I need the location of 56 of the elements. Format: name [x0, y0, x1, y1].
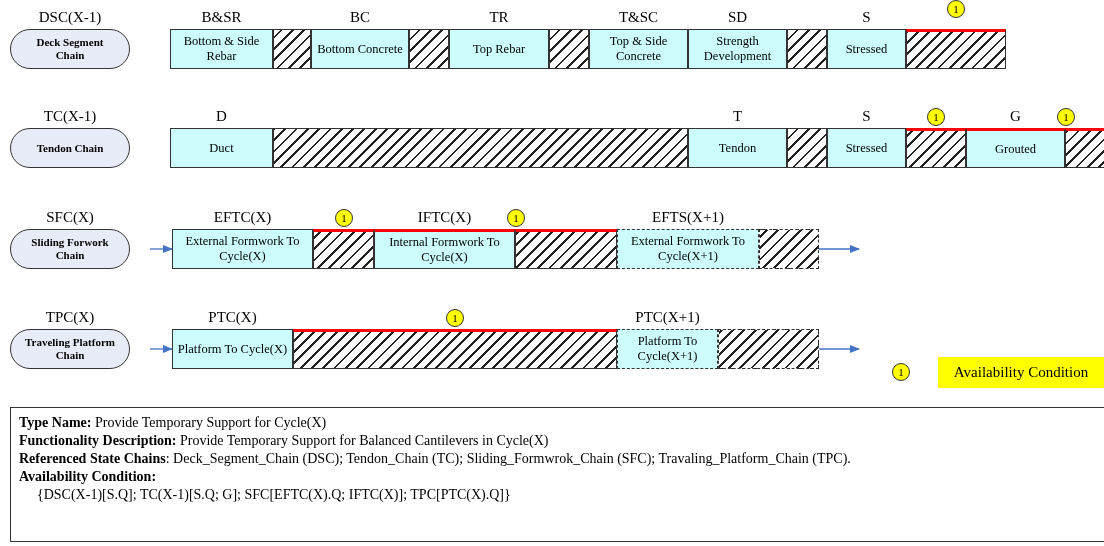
state-label: PTC(X+1): [634, 308, 701, 327]
state-box: Bottom Concrete: [311, 29, 409, 69]
state-box: Tendon: [688, 128, 787, 168]
chains-text: Referenced State Chains: Deck_Segment_Chain (DSC); Tendon_Chain (TC); Sliding_Formwrok_Chain (SFC); Travaling_Platform_Chain (TPC).: [19, 450, 852, 468]
state-label: G: [1009, 107, 1022, 126]
state-label: EFTS(X+1): [651, 208, 725, 227]
note-box: [10, 407, 1104, 542]
condition-heading: Availability Condition:: [19, 468, 158, 486]
state-label: B&SR: [200, 8, 243, 27]
state-box: Internal Formwork To Cycle(X): [374, 229, 515, 269]
state-label: T&SC: [617, 8, 660, 27]
arrow: [818, 345, 860, 353]
chain-label: DSC(X-1): [37, 8, 103, 27]
state-box: Platform To Cycle(X): [172, 329, 293, 369]
arrow: [149, 245, 173, 253]
state-box: External Formwork To Cycle(X+1): [617, 229, 759, 269]
state-label: S: [861, 8, 872, 27]
callout-number: 1: [947, 0, 965, 18]
callout-number: 1: [446, 309, 464, 327]
chain-label: SFC(X): [45, 208, 95, 227]
state-box: Top & Side Concrete: [589, 29, 688, 69]
state-box: Stressed: [827, 128, 906, 168]
chain-pill: Sliding Forwork Chain: [10, 229, 130, 269]
state-label: S: [861, 107, 872, 126]
state-label: PTC(X): [207, 308, 258, 327]
chain-pill: Tendon Chain: [10, 128, 130, 168]
description-text: Functionality Description: Provide Temporary Support for Balanced Cantilevers in Cycle(X): [19, 432, 550, 450]
chain-label: TC(X-1): [42, 107, 98, 126]
state-box: Grouted: [966, 128, 1065, 168]
state-label: IFTC(X): [416, 208, 473, 227]
state-box: External Formwork To Cycle(X): [172, 229, 313, 269]
state-label: T: [731, 107, 744, 126]
condition-text: {DSC(X-1)[S.Q]; TC(X-1)[S.Q; G]; SFC[EFTC(X).Q; IFTC(X)]; TPC[PTC(X).Q]}: [36, 486, 512, 504]
callout-number: 1: [335, 209, 353, 227]
state-box: Bottom & Side Rebar: [170, 29, 273, 69]
state-box: Top Rebar: [449, 29, 549, 69]
callout-number: 1: [507, 209, 525, 227]
state-box: Duct: [170, 128, 273, 168]
state-label: TR: [488, 8, 510, 27]
callout-number: 1: [892, 363, 910, 381]
arrow: [818, 245, 860, 253]
callout-number: 1: [927, 108, 945, 126]
state-label: SD: [726, 8, 749, 27]
arrow: [149, 345, 173, 353]
chain-label: TPC(X): [44, 308, 96, 327]
state-label: D: [215, 107, 228, 126]
chain-pill: Deck Segment Chain: [10, 29, 130, 69]
state-box: Platform To Cycle(X+1): [617, 329, 718, 369]
legend-label: Availability Condition: [938, 357, 1104, 388]
callout-number: 1: [1057, 108, 1075, 126]
type-name-text: Type Name: Provide Temporary Support for Cycle(X): [19, 414, 328, 432]
state-label: BC: [349, 8, 371, 27]
state-box: Stressed: [827, 29, 906, 69]
state-label: EFTC(X): [212, 208, 273, 227]
chain-pill: Traveling Platform Chain: [10, 329, 130, 369]
state-box: Strength Development: [688, 29, 787, 69]
